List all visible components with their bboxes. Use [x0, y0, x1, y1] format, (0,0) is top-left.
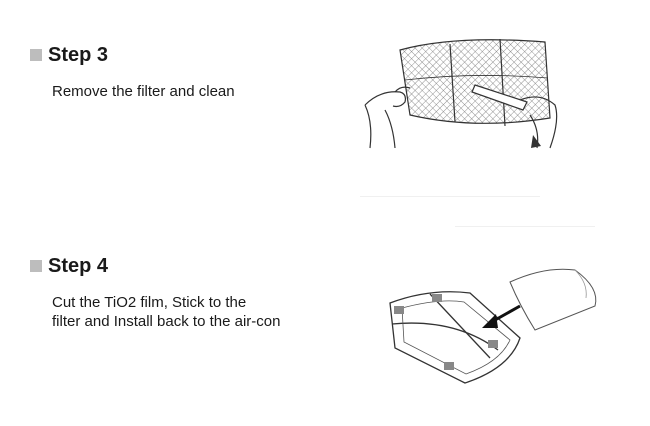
step-3-title: Step 3 [48, 43, 109, 66]
step-4-section: Step 4 Cut the TiO2 film, Stick to the f… [30, 253, 280, 331]
filter-film-install-illustration [370, 258, 610, 388]
step-4-instructions: Cut the TiO2 film, Stick to the filter a… [52, 293, 280, 331]
step-3-instructions: Remove the filter and clean [52, 82, 235, 101]
step-3-heading: Step 3 [30, 42, 235, 68]
filter-cleaning-illustration [355, 30, 565, 155]
divider [455, 226, 595, 227]
step-3-section: Step 3 Remove the filter and clean [30, 42, 235, 101]
square-bullet-icon [30, 260, 42, 272]
step-4-line-1: Cut the TiO2 film, Stick to the [52, 294, 247, 311]
step-4-title: Step 4 [48, 254, 109, 277]
divider [360, 196, 540, 197]
step-4-line-2: filter and Install back to the air-con [52, 313, 281, 330]
step-4-heading: Step 4 [30, 253, 280, 279]
square-bullet-icon [30, 49, 42, 61]
step-3-line-1: Remove the filter and clean [52, 83, 235, 100]
